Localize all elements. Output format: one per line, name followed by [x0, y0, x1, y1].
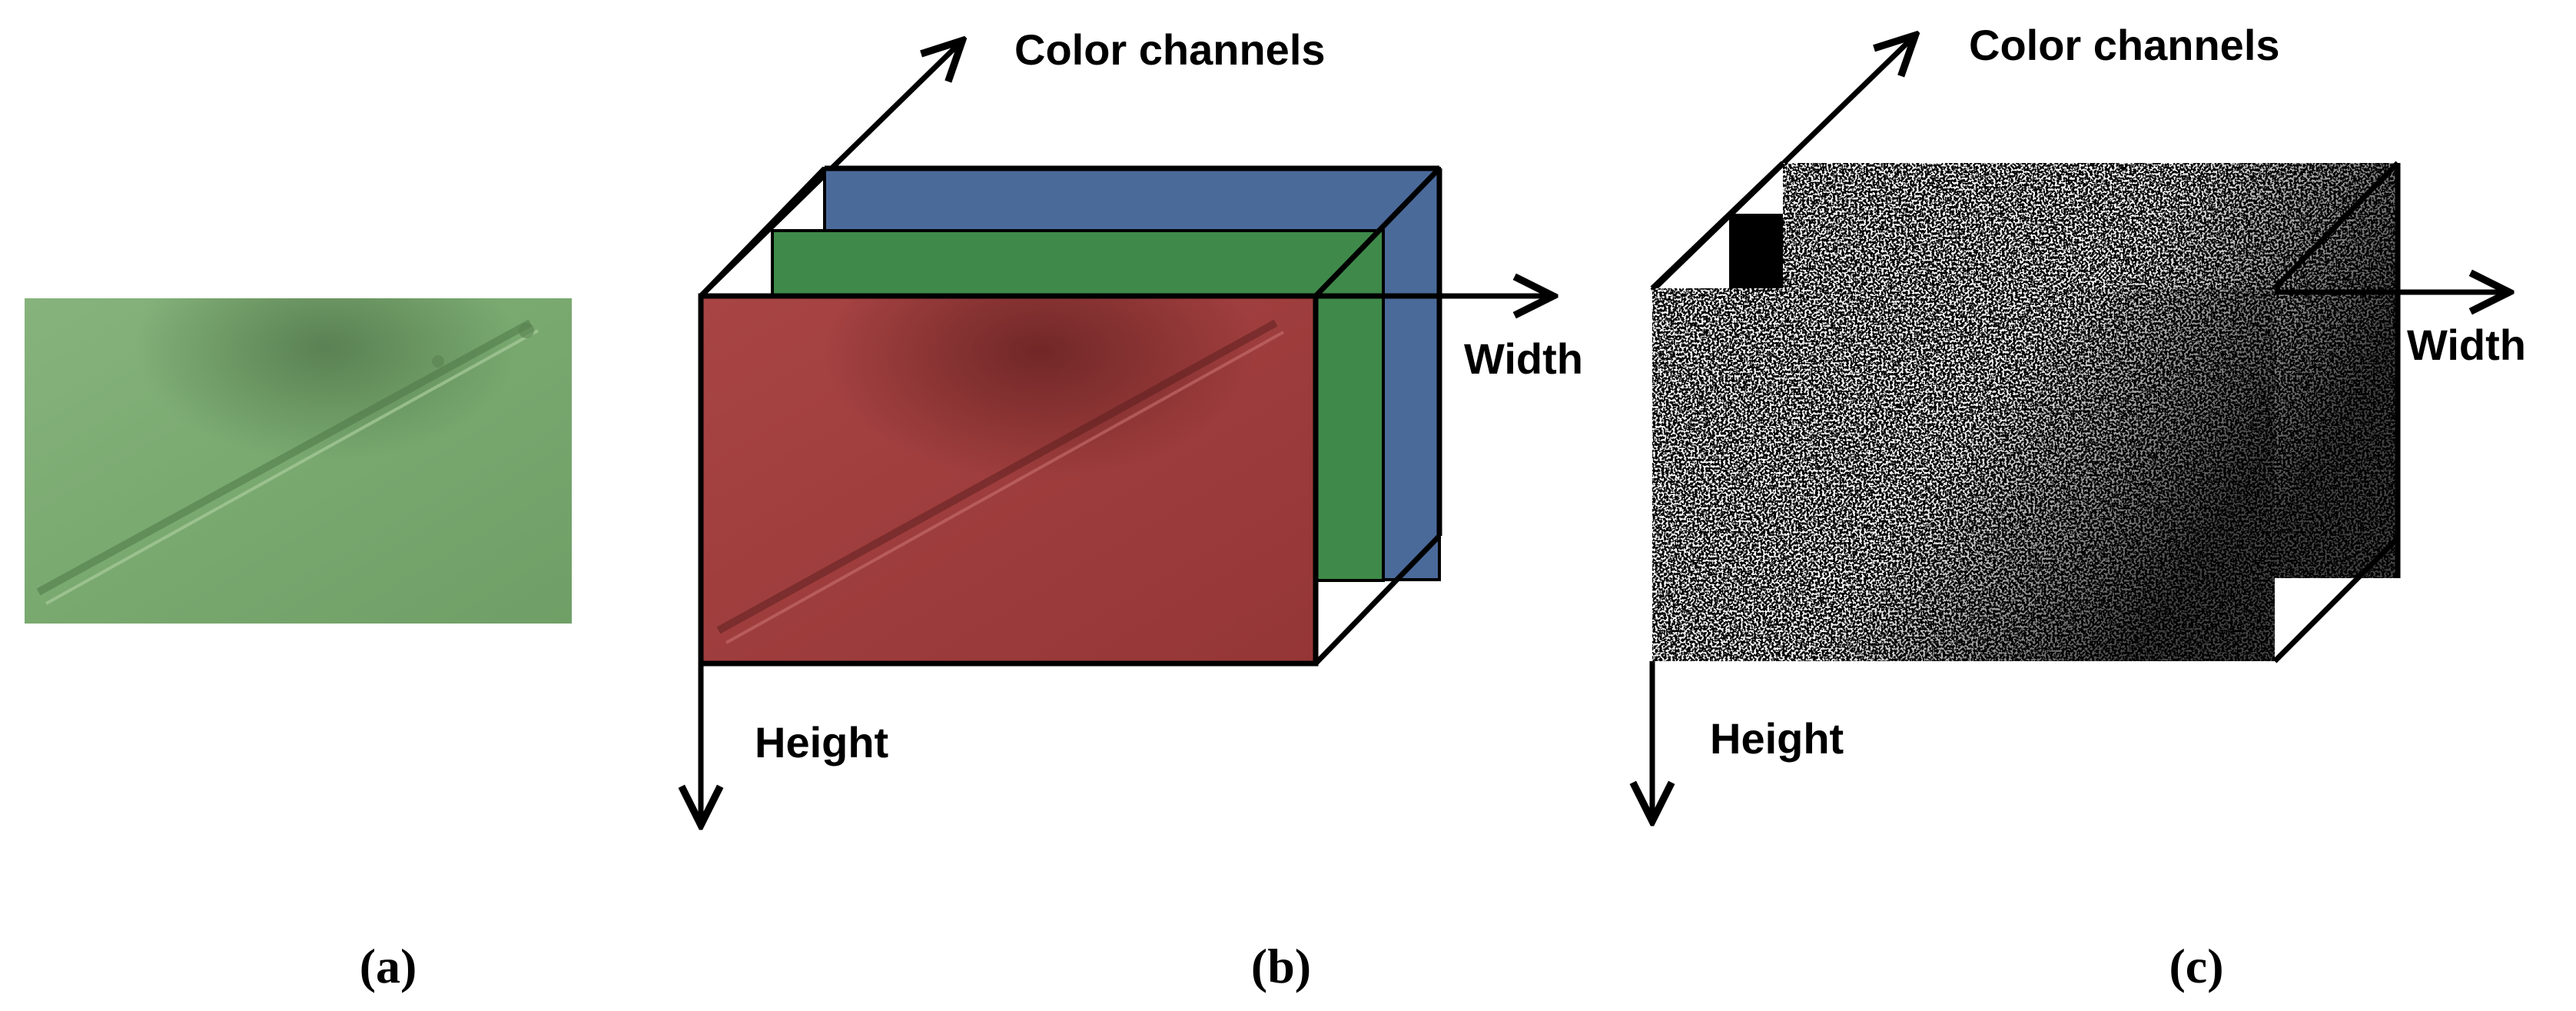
height-label-c: Height	[1710, 714, 1844, 763]
panel-a: (a)	[25, 298, 572, 993]
channels-label-b: Color channels	[1014, 25, 1326, 74]
height-label-b: Height	[755, 718, 888, 767]
caption-a: (a)	[360, 939, 417, 993]
panel-b: Color channels Width Height (b)	[701, 25, 1583, 993]
width-label-b: Width	[1464, 334, 1583, 383]
cube-edges-c	[1650, 161, 2401, 663]
cube-edges-b	[698, 165, 1442, 667]
caption-c: (c)	[2169, 939, 2223, 993]
width-label-c: Width	[2407, 321, 2526, 369]
caption-b: (b)	[1251, 939, 1311, 993]
channels-label-c: Color channels	[1969, 21, 2280, 69]
panel-c: Color channels Width Height (c)	[1652, 21, 2526, 993]
red-channel	[701, 296, 1316, 663]
green-image	[25, 298, 572, 624]
noise-channel-front	[1652, 288, 2275, 661]
